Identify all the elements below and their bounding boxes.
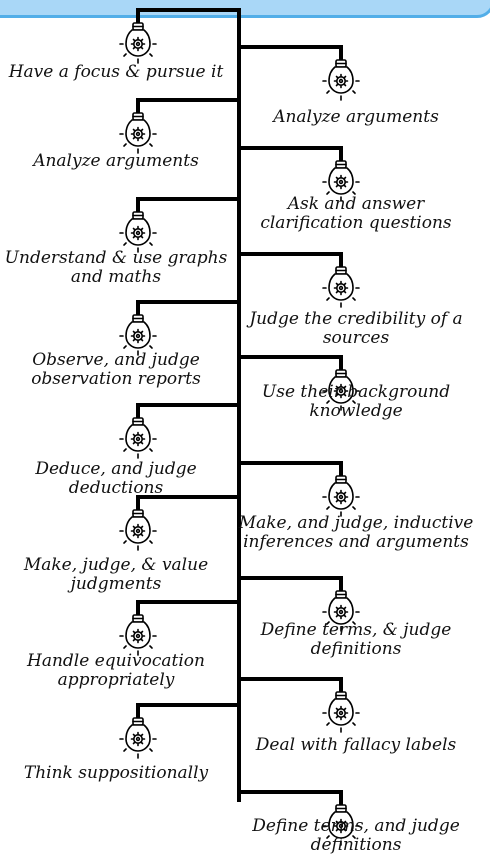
right-node-label: Judge the credibility of a sources: [249, 309, 463, 348]
left-node-label: Understand & use graphs and maths: [4, 248, 228, 287]
right-node-label: Use their background knowledge: [261, 382, 451, 421]
lightbulb-gear-icon: [321, 589, 361, 633]
lightbulb-gear-icon: [321, 803, 361, 847]
lightbulb-gear-icon: [118, 313, 158, 357]
left-node-label: Analyze arguments: [33, 151, 199, 171]
header-banner: [0, 0, 490, 18]
lightbulb-gear-icon: [321, 265, 361, 309]
right-node-label: Analyze arguments: [273, 107, 439, 127]
lightbulb-gear-icon: [321, 690, 361, 734]
lightbulb-gear-icon: [118, 111, 158, 155]
lightbulb-gear-icon: [118, 210, 158, 254]
right-node-label: Ask and answer clarification questions: [260, 194, 452, 233]
lightbulb-gear-icon: [321, 474, 361, 518]
lightbulb-gear-icon: [118, 21, 158, 65]
lightbulb-gear-icon: [118, 416, 158, 460]
lightbulb-gear-icon: [321, 58, 361, 102]
lightbulb-gear-icon: [321, 368, 361, 412]
lightbulb-gear-icon: [118, 716, 158, 760]
left-node-label: Make, judge, & value judgments: [23, 555, 209, 594]
right-node-label: Deal with fallacy labels: [255, 735, 457, 755]
left-node-label: Deduce, and judge deductions: [35, 459, 197, 498]
right-node-label: Define terms, & judge definitions: [260, 620, 452, 659]
lightbulb-gear-icon: [118, 508, 158, 552]
left-node-label: Observe, and judge observation reports: [31, 350, 201, 389]
right-node-label: Make, and judge, inductive inferences an…: [238, 513, 474, 552]
right-node-label: Define terms, and judge definitions: [252, 816, 460, 855]
lightbulb-gear-icon: [321, 159, 361, 203]
left-node-label: Handle equivocation appropriately: [27, 651, 205, 690]
lightbulb-gear-icon: [118, 613, 158, 657]
left-node-label: Have a focus & pursue it: [8, 62, 224, 82]
left-node-label: Think suppositionally: [23, 763, 209, 783]
